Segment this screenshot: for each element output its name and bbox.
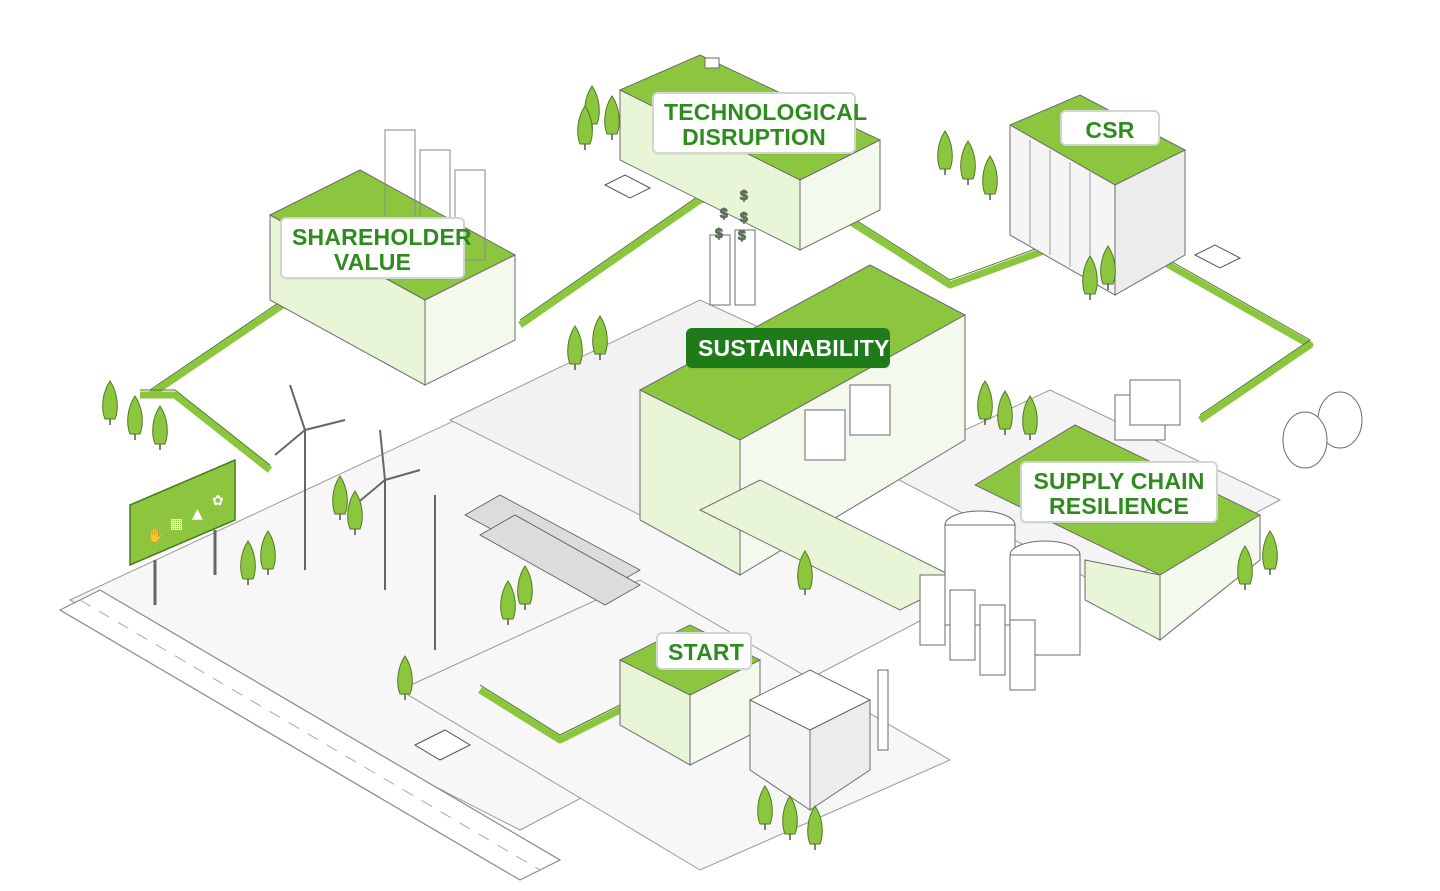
dollar-symbol: $ <box>740 187 748 203</box>
sustainability-label[interactable]: SUSTAINABILITY <box>686 328 890 368</box>
plant-sprout-icon: ✿ <box>212 493 224 509</box>
tree <box>151 405 169 451</box>
sustainability-building: $ $ $ $ $ <box>638 187 967 611</box>
tree <box>996 390 1014 436</box>
dollar-symbol: $ <box>720 205 728 221</box>
tree <box>936 130 954 176</box>
start-building <box>618 624 889 811</box>
handshake-icon: ✋ <box>147 527 164 544</box>
tree <box>591 315 609 361</box>
dollar-symbol: $ <box>715 225 723 241</box>
solar-panel-array <box>464 494 641 606</box>
road <box>58 589 562 881</box>
tree <box>603 95 621 141</box>
tree <box>1261 530 1279 576</box>
solar-panel-icon: ▦ <box>170 516 183 532</box>
dollar-symbol: $ <box>740 209 748 225</box>
dollar-symbol: $ <box>738 227 746 243</box>
trucks <box>413 174 1242 761</box>
tree <box>566 325 584 371</box>
start-label[interactable]: START <box>656 632 752 670</box>
tree <box>976 380 994 426</box>
growth-chart-icon: ▲ <box>192 506 203 522</box>
technological-disruption-label[interactable]: TECHNOLOGICAL DISRUPTION <box>652 92 867 154</box>
tree <box>101 380 119 426</box>
storage-tanks <box>919 510 1081 691</box>
billboard: ✋ ▦ ▲ ✿ <box>129 458 236 605</box>
csr-label[interactable]: CSR <box>1060 110 1160 146</box>
wind-turbines <box>274 384 436 650</box>
tree <box>126 395 144 441</box>
tree <box>959 140 977 186</box>
shareholder-value-label[interactable]: SHAREHOLDER VALUE <box>280 217 472 279</box>
supply-chain-resilience-label[interactable]: SUPPLY CHAIN RESILIENCE <box>1020 461 1218 523</box>
tree <box>981 155 999 201</box>
